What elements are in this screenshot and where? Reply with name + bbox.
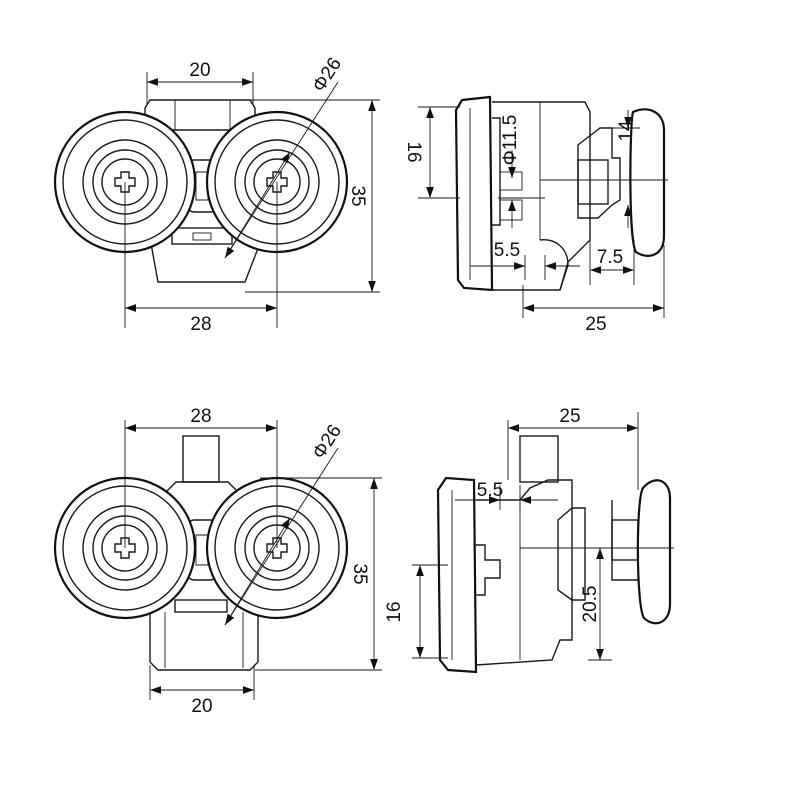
dim-depth: 25 [585, 314, 606, 335]
dim-stem: 14 [616, 120, 637, 142]
dim-side-height-2: 16 [384, 601, 405, 622]
dim-width-top: 20 [189, 60, 210, 81]
dim-height: 35 [347, 185, 368, 206]
dim-height-2: 35 [349, 563, 370, 584]
bottom-front-view: 28 Φ26 35 20 [53, 406, 382, 717]
dim-axle-spacing-2: 28 [190, 406, 211, 427]
dim-offset-left-2: 5.5 [477, 480, 503, 501]
dim-axle-spacing: 28 [190, 314, 211, 335]
dim-side-height: 16 [403, 141, 424, 162]
dim-wheel-diameter: Φ26 [309, 54, 346, 96]
dim-stem-2: 20.5 [580, 586, 601, 623]
top-front-view: 20 Φ26 35 28 [53, 54, 380, 335]
bottom-side-view: 25 5.5 16 20.5 [384, 406, 674, 674]
dim-width-bottom: 20 [191, 696, 212, 717]
dim-wheel-diameter-2: Φ26 [309, 421, 346, 463]
dim-bore-diameter: Φ11.5 [500, 115, 521, 166]
dim-depth-2: 25 [559, 406, 580, 427]
top-side-view: 16 Φ11.5 14 5.5 7.5 25 [403, 95, 668, 335]
dim-offset-left: 5.5 [494, 240, 520, 261]
dim-offset-right: 7.5 [597, 247, 623, 268]
